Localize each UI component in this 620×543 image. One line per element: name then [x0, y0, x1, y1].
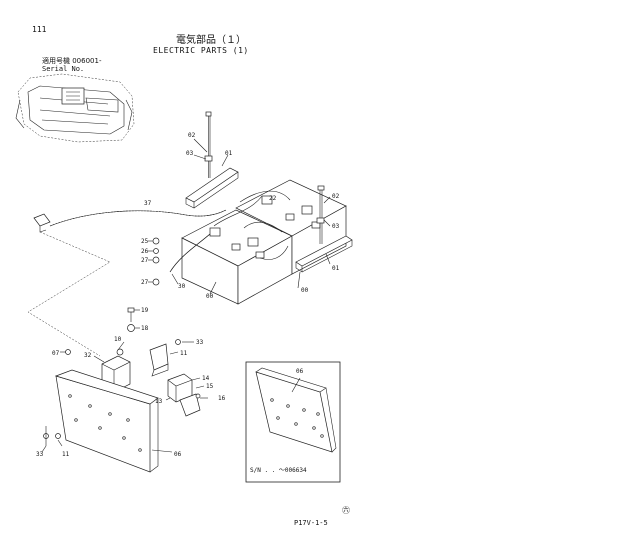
footer-code: P17V-1-5 [294, 519, 328, 527]
callout-label: 19 [141, 307, 149, 314]
callout-label: 02 [188, 132, 196, 139]
inset-panel [245, 361, 341, 483]
left-hold-down-assembly [185, 111, 239, 209]
serial-label-english: Serial No. [42, 65, 85, 73]
callout-label: 16 [218, 395, 226, 402]
battery-cables [169, 190, 291, 273]
inset-serial-label: S/N . . ～006634 [250, 467, 307, 474]
title-english: ELECTRIC PARTS (1) [153, 46, 249, 55]
callout-label: 03 [186, 150, 194, 157]
right-hold-down-assembly [295, 185, 353, 273]
callout-label: 33 [36, 451, 44, 458]
callout-label: 27 [141, 279, 149, 286]
machine-overview-thumbnail [15, 73, 135, 143]
callout-label: 22 [269, 195, 277, 202]
callout-label: 02 [332, 193, 340, 200]
serial-label-japanese: 適用号機 006001- [42, 57, 102, 65]
page-number: 111 [32, 25, 47, 34]
callout-label: 11 [62, 451, 70, 458]
lower-bolt-assembly [41, 349, 71, 453]
corrugated-cable [33, 209, 227, 233]
callout-label: 01 [332, 265, 340, 272]
mounting-plate [54, 369, 173, 473]
callout-label: 10 [114, 336, 122, 343]
callout-label: 25 [141, 238, 149, 245]
terminal-hardware [148, 237, 301, 295]
harness-route [27, 231, 111, 357]
callout-label: 30 [178, 283, 186, 290]
callout-label: 11 [180, 350, 188, 357]
callout-label: 18 [141, 325, 149, 332]
callout-label: 15 [206, 383, 214, 390]
callout-label: 07 [52, 350, 60, 357]
callout-label: 06 [296, 368, 304, 375]
callout-label: 13 [155, 398, 163, 405]
relay-fasteners [127, 307, 140, 332]
callout-label: 14 [202, 375, 210, 382]
corner-mark: ㊅ [342, 506, 350, 515]
callout-label: 01 [225, 150, 233, 157]
callout-label: 27 [141, 257, 149, 264]
title-japanese: 電気部品（１） [176, 35, 246, 46]
callout-label: 06 [174, 451, 182, 458]
callout-label: 03 [332, 223, 340, 230]
callout-label: 32 [84, 352, 92, 359]
callout-label: 00 [301, 287, 309, 294]
callout-label: 26 [141, 248, 149, 255]
fuse-component [165, 373, 208, 417]
callout-label: 37 [144, 200, 152, 207]
bracket-upper [149, 339, 194, 377]
callout-label: 33 [196, 339, 204, 346]
battery-left [181, 209, 293, 305]
callout-label: 00 [206, 293, 214, 300]
